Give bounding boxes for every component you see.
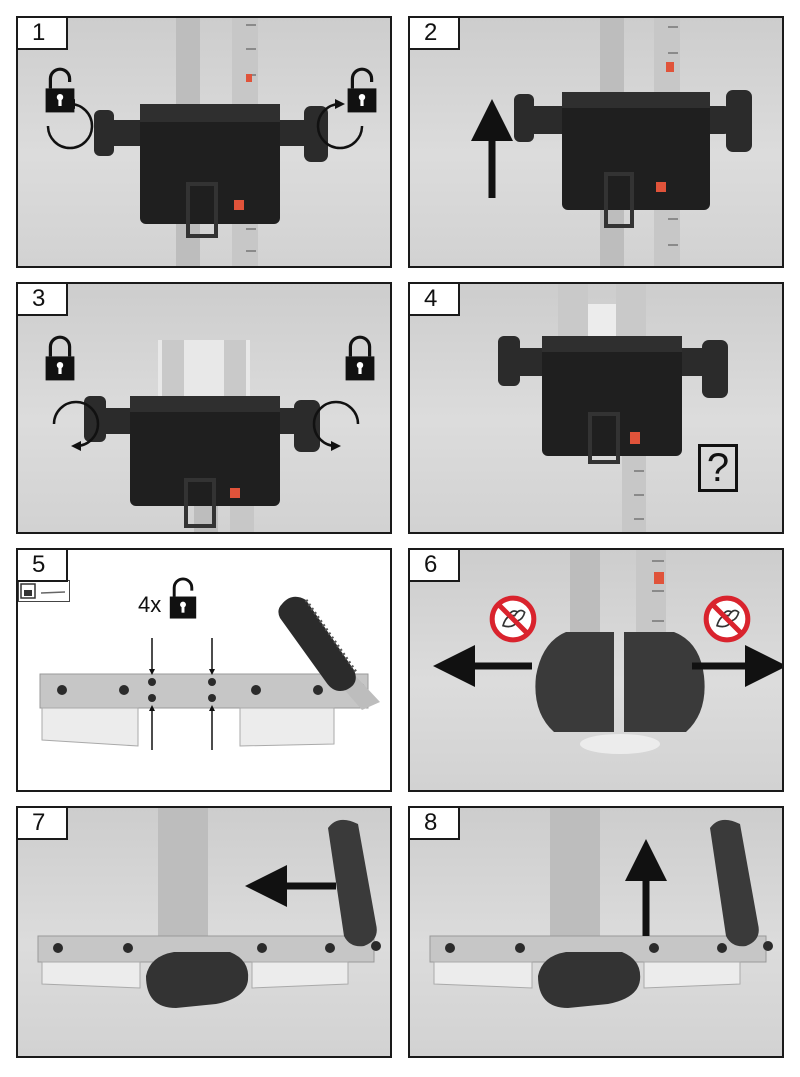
step-6-panel: 6 xyxy=(408,548,784,792)
lock-icon xyxy=(44,334,76,382)
step-7-illustration xyxy=(37,808,381,1008)
step-8-panel: 8 xyxy=(408,806,784,1058)
step-number: 2 xyxy=(410,18,460,50)
step-number: 6 xyxy=(410,550,460,582)
unlock-icon xyxy=(346,66,378,114)
step-4-panel: 4 ? xyxy=(408,282,784,534)
no-pinch-icon xyxy=(702,594,752,644)
question-mark: ? xyxy=(698,444,738,492)
step-number: 4 xyxy=(410,284,460,316)
unlock-icon xyxy=(44,66,76,114)
no-pinch-icon xyxy=(488,594,538,644)
repeat-count: 4x xyxy=(138,592,162,617)
step-1-panel: 1 xyxy=(16,16,392,268)
step-5-illustration xyxy=(39,596,380,750)
step-4-illustration xyxy=(498,284,728,532)
step-2-illustration xyxy=(471,18,752,266)
step-8-illustration xyxy=(429,808,773,1008)
step-5-panel: 5 4x xyxy=(16,548,392,792)
step-3-panel: 3 xyxy=(16,282,392,534)
step-number: 7 xyxy=(18,808,68,840)
step-number: 5 xyxy=(18,550,68,582)
lock-icon xyxy=(344,334,376,382)
step-6-illustration xyxy=(433,550,782,754)
step-2-panel: 2 xyxy=(408,16,784,268)
step-3-illustration xyxy=(52,340,360,532)
step-1-illustration xyxy=(46,18,364,266)
step-number: 1 xyxy=(18,18,68,50)
step-number: 3 xyxy=(18,284,68,316)
step-7-panel: 7 xyxy=(16,806,392,1058)
step-number: 8 xyxy=(410,808,460,840)
